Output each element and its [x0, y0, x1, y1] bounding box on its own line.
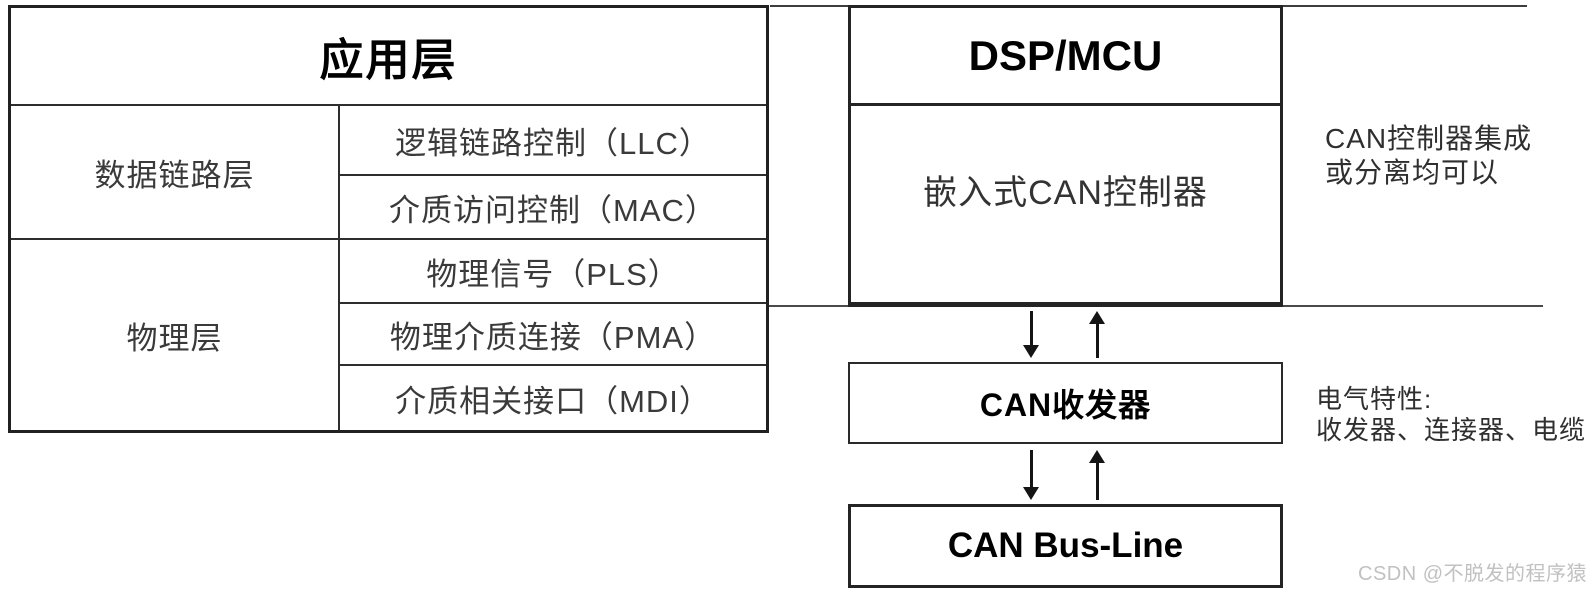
- can-transceiver-box: CAN收发器: [848, 362, 1283, 444]
- osi-layer-table: 应用层 数据链路层 逻辑链路控制（LLC） 介质访问控制（MAC） 物理层 物理…: [8, 5, 769, 433]
- dsp-mcu-box: DSP/MCU 嵌入式CAN控制器: [848, 5, 1283, 307]
- application-layer-cell: 应用层: [11, 8, 766, 106]
- watermark: CSDN @不脱发的程序猿: [1358, 563, 1588, 585]
- electrical-characteristics-note: 电气特性: 收发器、连接器、电缆: [1316, 384, 1586, 446]
- electrical-note-line2: 收发器、连接器、电缆: [1316, 415, 1587, 445]
- down-arrow-icon: [1023, 450, 1039, 500]
- controller-note-line2: 或分离均可以: [1325, 157, 1500, 188]
- data-link-layer-cell: 数据链路层: [11, 106, 338, 240]
- mac-cell: 介质访问控制（MAC）: [338, 176, 766, 240]
- controller-integration-note: CAN控制器集成 或分离均可以: [1325, 122, 1532, 190]
- pma-cell: 物理介质连接（PMA）: [338, 304, 766, 366]
- controller-note-line1: CAN控制器集成: [1325, 123, 1533, 154]
- down-arrow-icon: [1023, 311, 1039, 358]
- embedded-can-controller-label: 嵌入式CAN控制器: [923, 173, 1208, 212]
- mdi-cell: 介质相关接口（MDI）: [338, 366, 766, 430]
- llc-cell: 逻辑链路控制（LLC）: [338, 106, 766, 176]
- can-bus-line-box: CAN Bus-Line: [848, 504, 1283, 588]
- up-arrow-icon: [1089, 311, 1105, 358]
- pls-cell: 物理信号（PLS）: [338, 240, 766, 304]
- physical-layer-cell: 物理层: [126, 320, 223, 356]
- electrical-note-line1: 电气特性:: [1316, 384, 1433, 414]
- dsp-mcu-title: DSP/MCU: [851, 8, 1280, 106]
- up-arrow-icon: [1089, 450, 1105, 500]
